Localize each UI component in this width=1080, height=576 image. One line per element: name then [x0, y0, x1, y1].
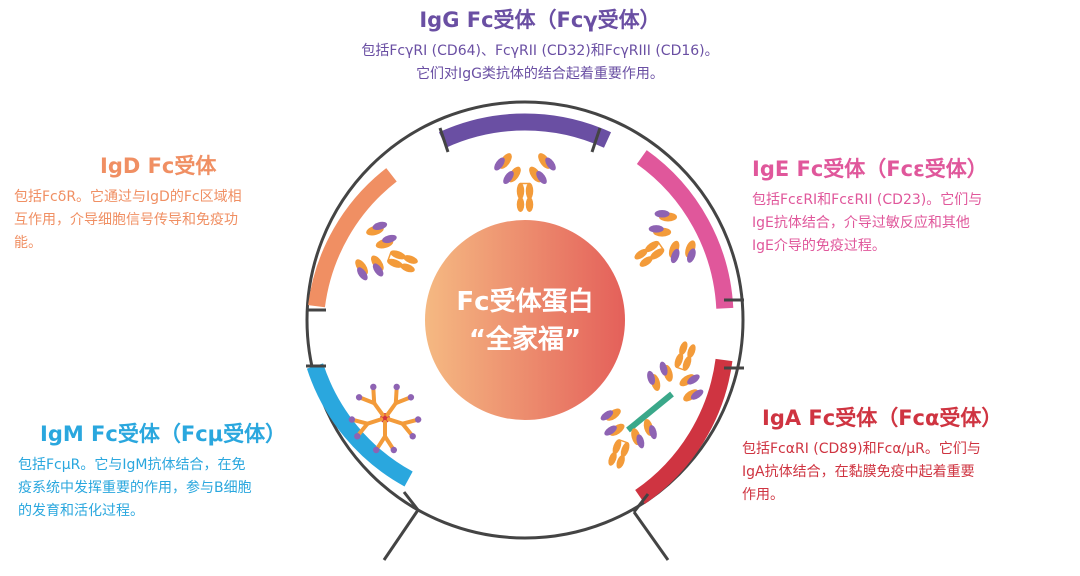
igm-desc-line-2: 疫系统中发挥重要的作用，参与B细胞: [18, 480, 252, 496]
iga-section: IgA Fc受体（Fcα受体） 包括FcαRI (CD89)和Fcα/μR。它们…: [742, 404, 1062, 507]
igg-arc: [438, 113, 612, 148]
iga-title: IgA Fc受体（Fcα受体）: [762, 406, 1003, 430]
igd-title: IgD Fc受体: [100, 154, 217, 178]
ige-desc-line-3: IgE介导的免疫过程。: [752, 238, 886, 254]
ige-arc: [636, 150, 734, 309]
igg-title: IgG Fc受体（Fcγ受体）: [419, 8, 661, 32]
center-title-line2: “全家福”: [468, 325, 582, 355]
ige-desc-line-1: 包括FcεRI和FcεRII (CD23)。它们与: [752, 192, 983, 208]
igd-arc: [308, 168, 397, 308]
ring-ticks: [306, 127, 744, 561]
center-circle: [425, 220, 625, 420]
igm-title: IgM Fc受体（Fcμ受体）: [40, 422, 287, 446]
iga-antibody-icon: [583, 331, 721, 479]
igd-desc-line-2: 互作用，介导细胞信号传导和免疫功: [14, 212, 238, 228]
igd-section: IgD Fc受体 包括FcδR。它通过与IgD的Fc区域相 互作用，介导细胞信号…: [14, 152, 324, 255]
igd-antibody-icon: [346, 213, 429, 298]
igd-desc-line-1: 包括FcδR。它通过与IgD的Fc区域相: [14, 189, 242, 205]
iga-desc-line-1: 包括FcαRI (CD89)和Fcα/μR。它们与: [742, 441, 981, 457]
iga-arc: [635, 358, 733, 504]
ige-desc-line-2: IgE抗体结合，介导过敏反应和其他: [752, 215, 970, 231]
outer-ring: [305, 100, 745, 540]
iga-desc-line-2: IgA抗体结合，在黏膜免疫中起着重要: [742, 464, 975, 480]
igg-desc-line-2: 它们对IgG类抗体的结合起着重要作用。: [416, 66, 664, 82]
igg-antibody-icon: [491, 150, 559, 213]
igm-pentamer-icon: [348, 382, 422, 453]
igm-section: IgM Fc受体（Fcμ受体） 包括FcμR。它与IgM抗体结合，在免 疫系统中…: [18, 420, 338, 523]
igm-desc-line-1: 包括FcμR。它与IgM抗体结合，在免: [18, 457, 246, 473]
center-title-line1: Fc受体蛋白: [456, 287, 594, 317]
igm-arc: [306, 363, 413, 487]
igg-desc-line-1: 包括FcγRI (CD64)、FcγRII (CD32)和FcγRIII (CD…: [361, 43, 719, 59]
ige-section: IgE Fc受体（Fcε受体） 包括FcεRI和FcεRII (CD23)。它们…: [752, 155, 1072, 258]
igg-section: IgG Fc受体（Fcγ受体） 包括FcγRI (CD64)、FcγRII (C…: [330, 6, 750, 86]
iga-desc-line-3: 作用。: [742, 487, 784, 503]
ige-title: IgE Fc受体（Fcε受体）: [752, 157, 988, 181]
igm-desc-line-3: 的发育和活化过程。: [18, 503, 144, 519]
igd-desc-line-3: 能。: [14, 235, 42, 251]
